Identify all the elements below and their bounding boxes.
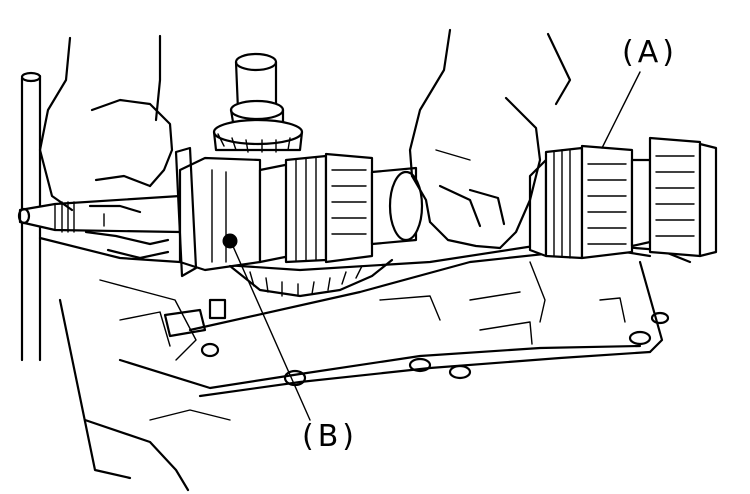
leader-line-b [231, 243, 311, 421]
gear-cluster-a [528, 136, 718, 260]
gear-cluster-left [258, 152, 424, 264]
right-hand [408, 28, 572, 250]
collar-b [174, 146, 262, 278]
main-shaft [17, 194, 182, 234]
bevel-gear [228, 258, 394, 298]
left-hand [38, 34, 174, 260]
callout-label-b: (B) [302, 419, 358, 454]
upper-shaft-bearing [212, 52, 304, 153]
leader-line-a [601, 71, 641, 149]
callout-label-a: (A) [622, 35, 678, 70]
transmission-case [38, 236, 692, 492]
